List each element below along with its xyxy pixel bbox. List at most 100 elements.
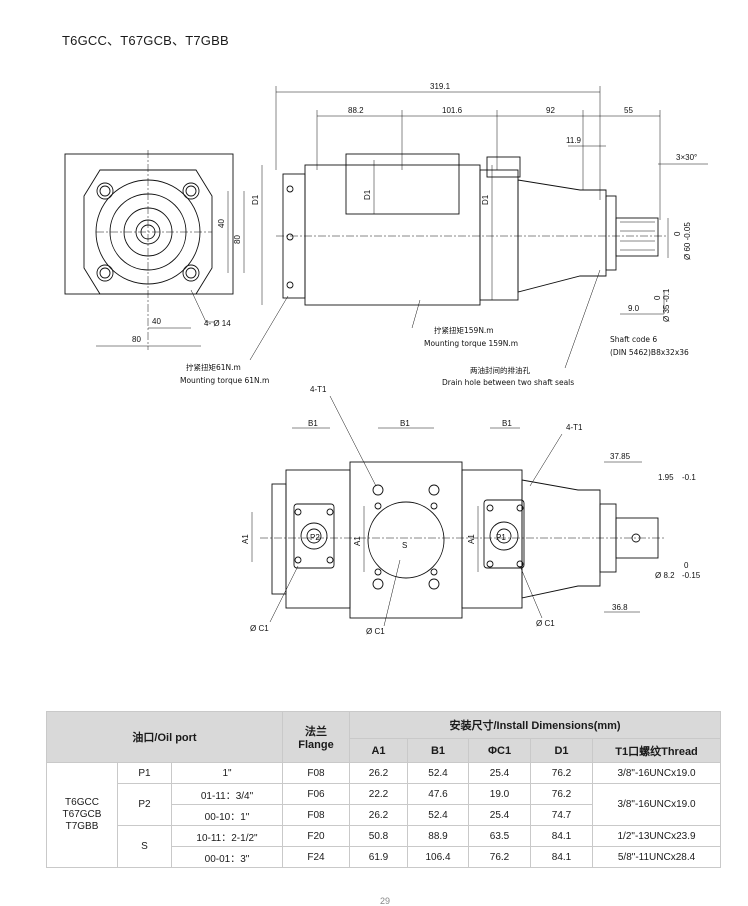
port-cell: P1: [117, 762, 172, 784]
port-cell: S: [117, 825, 172, 868]
side-view: [249, 86, 708, 369]
dim-c: 92: [546, 106, 555, 115]
col-d1: D1: [530, 738, 594, 763]
page-number: 29: [380, 896, 391, 906]
col-a1: A1: [349, 738, 409, 763]
dim-h80: 80: [132, 335, 141, 344]
note-torque61-cn: 拧紧扭矩61N.m: [186, 362, 241, 372]
b1-cell: 52.4: [407, 762, 470, 784]
d1-cell: 74.7: [530, 804, 594, 826]
dim-shaft: Ø 60 -0.05: [683, 222, 692, 260]
dim-b1-b: B1: [400, 419, 410, 428]
header-flange-en: Flange: [298, 739, 334, 751]
dim-c1-b: Ø C1: [366, 627, 385, 636]
c1-cell: 25.4: [468, 804, 532, 826]
a1-cell: 22.2: [349, 783, 409, 805]
dim-d1-c: D1: [481, 194, 490, 205]
dim-b1-c: B1: [502, 419, 512, 428]
size-cell: 01-11：3/4": [170, 783, 284, 805]
port-cell: P2: [117, 783, 172, 826]
c1-cell: 76.2: [468, 846, 532, 868]
install-dimensions-table: 油口/Oil port 法兰 Flange 安装尺寸/Install Dimen…: [45, 711, 722, 868]
dim-shaft-tol: 0: [673, 231, 682, 236]
col-thread: T1口螺纹Thread: [592, 738, 722, 763]
port-s: S: [402, 541, 407, 550]
a1-cell: 26.2: [349, 762, 409, 784]
dim-a1-c: A1: [467, 534, 476, 544]
dim-t1-left: 4-T1: [310, 385, 327, 394]
d1-cell: 84.1: [530, 846, 594, 868]
c1-cell: 25.4: [468, 762, 532, 784]
dim-key2-tol: 0: [653, 295, 662, 300]
dim-t1-right: 4-T1: [566, 423, 583, 432]
dim-key2: Ø 35 -0.1: [662, 288, 671, 322]
table-row: 00-01：3" F24 61.9 106.4 76.2 84.1 5/8"-1…: [47, 846, 722, 868]
model-1: T6GCC: [65, 797, 99, 808]
dim-v40: 40: [217, 219, 226, 228]
dim-195: 1.95: [658, 473, 674, 482]
d1-cell: 76.2: [530, 783, 594, 805]
dim-overall: 319.1: [430, 82, 451, 91]
port-p1: P1: [496, 533, 506, 542]
page-title: T6GCC、T67GCB、T7GBB: [62, 33, 229, 48]
flange-cell: F24: [282, 846, 351, 868]
note-drain-cn: 两油封间的排油孔: [470, 365, 530, 375]
thread-cell: 3/8"-16UNCx19.0: [592, 762, 722, 784]
note-shaft-std: (DIN 5462)B8x32x36: [610, 348, 689, 357]
c1-cell: 63.5: [468, 825, 532, 847]
port-p2: P2: [310, 533, 320, 542]
dim-e: 11.9: [566, 136, 582, 145]
dim-v80: 80: [233, 235, 242, 244]
header-flange: 法兰 Flange: [282, 711, 351, 763]
dim-a1-a: A1: [241, 534, 250, 544]
table-row: P2 01-11：3/4" F06 22.2 47.6 19.0 76.2 3/…: [47, 783, 722, 826]
dim-b: 101.6: [442, 106, 463, 115]
size-cell: 00-01：3": [170, 846, 284, 868]
dim-b1-a: B1: [308, 419, 318, 428]
technical-drawing: 319.1 88.2 101.6 92 55 11.9 3×30° D1 D1 …: [64, 82, 708, 636]
dim-d1-a: D1: [251, 194, 260, 205]
dim-82: Ø 8.2: [655, 571, 675, 580]
d1-cell: 84.1: [530, 825, 594, 847]
flange-cell: F20: [282, 825, 351, 847]
note-torque159-en: Mounting torque 159N.m: [424, 339, 518, 348]
dim-holes: 4- Ø 14: [204, 319, 231, 328]
dim-368: 36.8: [612, 603, 628, 612]
size-cell: 10-11：2-1/2": [170, 825, 284, 847]
dim-3785: 37.85: [610, 452, 631, 461]
dim-82-tol: -0.15: [682, 571, 701, 580]
top-view: [251, 395, 666, 627]
c1-cell: 19.0: [468, 783, 532, 805]
col-b1: B1: [407, 738, 470, 763]
note-shaft-code: Shaft code 6: [610, 335, 657, 344]
b1-cell: 106.4: [407, 846, 470, 868]
model-cell: T6GCC T67GCB T7GBB: [46, 762, 118, 868]
thread-cell: 3/8"-16UNCx19.0: [592, 783, 722, 826]
table-row: T6GCC T67GCB T7GBB P1 1" F08 26.2 52.4 2…: [46, 762, 722, 868]
flange-cell: F08: [282, 762, 351, 784]
a1-cell: 61.9: [349, 846, 409, 868]
dim-c1-a: Ø C1: [250, 624, 269, 633]
dim-195-tol: -0.1: [682, 473, 696, 482]
model-3: T7GBB: [65, 821, 99, 832]
a1-cell: 50.8: [349, 825, 409, 847]
model-2: T67GCB: [62, 809, 102, 820]
header-oil-port: 油口/Oil port: [45, 711, 284, 763]
table-row: S 10-11：2-1/2" F20 50.8 88.9 63.5 84.1 1…: [47, 825, 722, 868]
dim-h40: 40: [152, 317, 161, 326]
thread-cell: 1/2"-13UNCx23.9: [592, 825, 722, 847]
header-flange-cn: 法兰: [305, 726, 328, 738]
a1-cell: 26.2: [349, 804, 409, 826]
dim-chamfer: 3×30°: [676, 153, 697, 162]
header-install: 安装尺寸/Install Dimensions(mm): [349, 711, 722, 739]
b1-cell: 88.9: [407, 825, 470, 847]
dim-d: 55: [624, 106, 633, 115]
b1-cell: 52.4: [407, 804, 470, 826]
dim-a1-b: A1: [353, 536, 362, 546]
dim-c1-c: Ø C1: [536, 619, 555, 628]
note-drain-en: Drain hole between two shaft seals: [442, 378, 574, 387]
b1-cell: 47.6: [407, 783, 470, 805]
d1-cell: 76.2: [530, 762, 594, 784]
note-torque159-cn: 拧紧扭矩159N.m: [434, 325, 494, 335]
table-row: 00-10：1" F08 26.2 52.4 25.4 74.7: [47, 804, 721, 826]
